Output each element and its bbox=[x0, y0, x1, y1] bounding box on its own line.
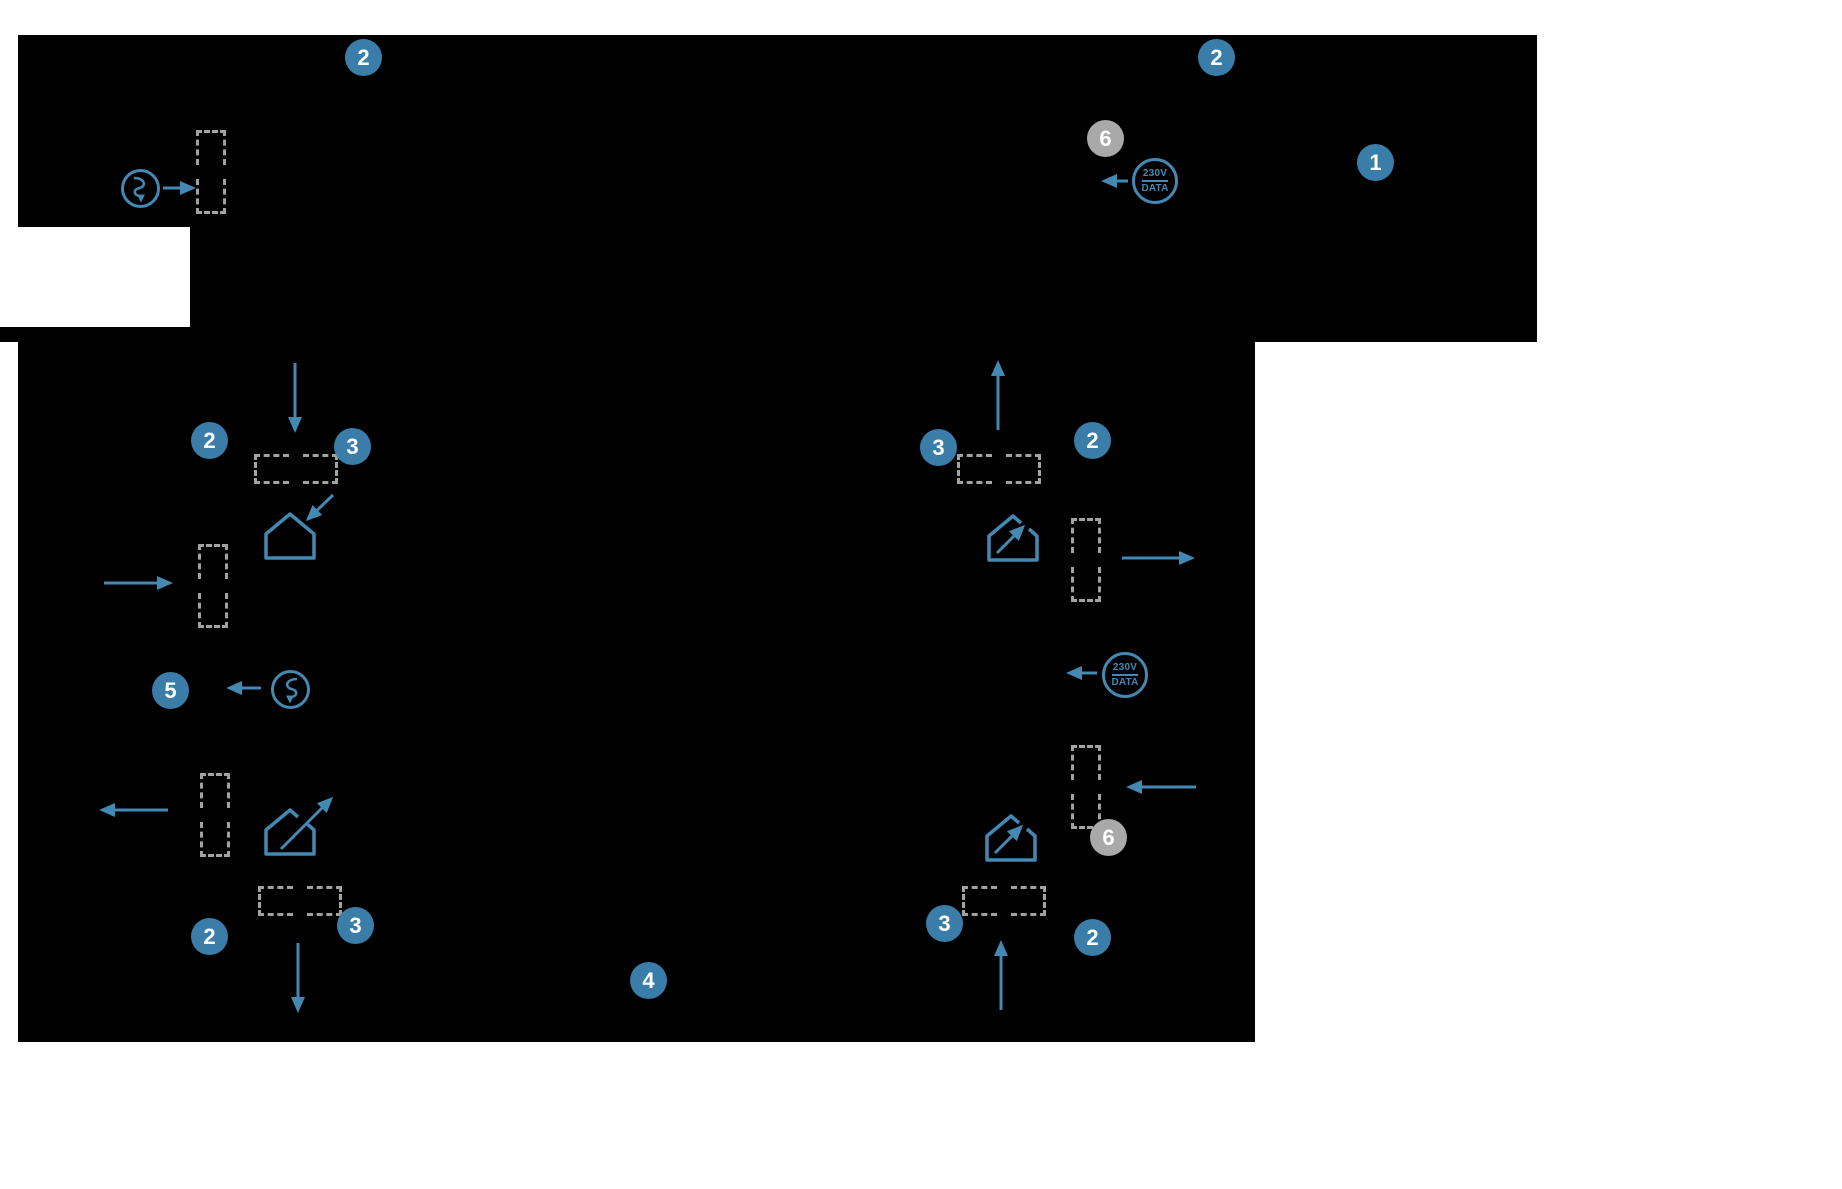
callout-badge-2-bottom-left: 2 bbox=[191, 918, 228, 955]
house-supply-icon bbox=[264, 512, 316, 560]
data-label: DATA bbox=[1111, 677, 1139, 688]
callout-badge-6-lower-right: 6 bbox=[1090, 819, 1127, 856]
power-data-icon: 230V DATA bbox=[1102, 652, 1148, 698]
duct-half bbox=[1071, 518, 1101, 553]
duct-half bbox=[258, 886, 293, 916]
callout-badge-2-mid-right: 2 bbox=[1074, 422, 1111, 459]
duct-half bbox=[1071, 567, 1101, 602]
badge-label: 5 bbox=[164, 677, 177, 703]
badge-label: 1 bbox=[1369, 149, 1382, 175]
badge-label: 3 bbox=[349, 912, 362, 938]
duct-penetration-icon bbox=[957, 454, 1041, 484]
floorplan-left-wall-strip bbox=[0, 327, 190, 342]
duct-penetration-icon bbox=[196, 130, 226, 214]
floorplan-upper-right-band bbox=[190, 227, 1537, 342]
duct-half bbox=[200, 773, 230, 808]
duct-half bbox=[962, 886, 997, 916]
callout-badge-2-top-left: 2 bbox=[345, 39, 382, 76]
duct-half bbox=[1071, 745, 1101, 780]
callout-badge-6-upper-right: 6 bbox=[1087, 120, 1124, 157]
power-data-icon: 230V DATA bbox=[1132, 158, 1178, 204]
callout-badge-3-mid-left: 3 bbox=[334, 428, 371, 465]
duct-penetration-icon bbox=[1071, 518, 1101, 602]
duct-penetration-icon bbox=[254, 454, 338, 484]
duct-half bbox=[1071, 794, 1101, 829]
duct-penetration-icon bbox=[962, 886, 1046, 916]
duct-penetration-icon bbox=[200, 773, 230, 857]
callout-badge-2-mid-left: 2 bbox=[191, 422, 228, 459]
badge-label: 3 bbox=[932, 434, 945, 460]
duct-half bbox=[196, 130, 226, 165]
badge-label: 6 bbox=[1099, 125, 1112, 151]
badge-label: 3 bbox=[346, 433, 359, 459]
house-extract-icon bbox=[264, 808, 316, 856]
badge-label: 6 bbox=[1102, 824, 1115, 850]
callout-badge-2-bottom-right: 2 bbox=[1074, 919, 1111, 956]
badge-label: 2 bbox=[1086, 924, 1099, 950]
callout-badge-3-bottom-right: 3 bbox=[926, 905, 963, 942]
badge-label: 4 bbox=[642, 967, 655, 993]
siphon-icon bbox=[121, 169, 160, 208]
duct-penetration-icon bbox=[1071, 745, 1101, 829]
house-extract-icon bbox=[987, 514, 1039, 562]
house-extract-icon bbox=[985, 814, 1037, 862]
duct-half bbox=[198, 593, 228, 628]
divider bbox=[1112, 674, 1138, 676]
badge-label: 2 bbox=[203, 923, 216, 949]
callout-badge-5: 5 bbox=[152, 672, 189, 709]
badge-label: 2 bbox=[1086, 427, 1099, 453]
callout-badge-2-top-right: 2 bbox=[1198, 39, 1235, 76]
callout-badge-1: 1 bbox=[1357, 144, 1394, 181]
divider bbox=[1142, 180, 1168, 182]
duct-half bbox=[957, 454, 992, 484]
duct-penetration-icon bbox=[258, 886, 342, 916]
duct-half bbox=[1011, 886, 1046, 916]
badge-label: 3 bbox=[938, 910, 951, 936]
duct-half bbox=[196, 179, 226, 214]
callout-badge-3-bottom-left: 3 bbox=[337, 907, 374, 944]
badge-label: 2 bbox=[203, 427, 216, 453]
badge-label: 2 bbox=[357, 44, 370, 70]
duct-half bbox=[1006, 454, 1041, 484]
duct-half bbox=[198, 544, 228, 579]
duct-penetration-icon bbox=[198, 544, 228, 628]
floorplan-top-band bbox=[18, 35, 1537, 227]
duct-half bbox=[307, 886, 342, 916]
power-label: 230V bbox=[1142, 168, 1168, 179]
callout-badge-3-mid-right: 3 bbox=[920, 429, 957, 466]
power-label: 230V bbox=[1112, 662, 1138, 673]
siphon-icon bbox=[271, 670, 310, 709]
data-label: DATA bbox=[1141, 183, 1169, 194]
callout-badge-4: 4 bbox=[630, 962, 667, 999]
duct-half bbox=[254, 454, 289, 484]
duct-half bbox=[303, 454, 338, 484]
badge-label: 2 bbox=[1210, 44, 1223, 70]
duct-half bbox=[200, 822, 230, 857]
